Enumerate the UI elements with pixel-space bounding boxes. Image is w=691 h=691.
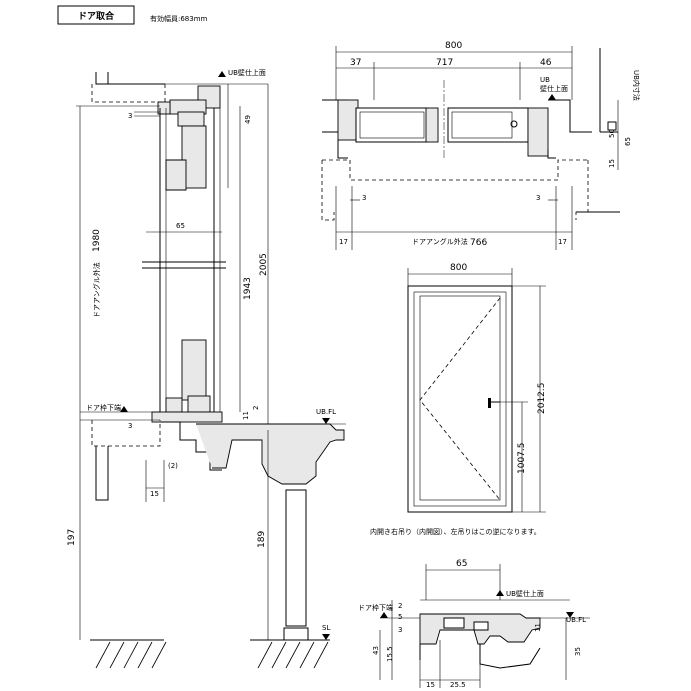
dim-11: 11 [242,411,250,420]
detail-dim-2: 2 [398,602,402,610]
plan-dim-50: 50 [608,129,616,138]
plan-dim-15: 15 [608,159,616,168]
door-angle-outer-label: ドアアングル外法 [92,262,101,318]
ub-top-arrow [218,71,226,77]
elev-dim-800: 800 [450,263,467,273]
plan-ub-label2: 壁仕上面 [540,84,568,93]
detail-ubfl-label: UB.FL [566,616,586,624]
plan-left-door-leaf [355,107,429,143]
dim-2-paren: (2) [168,462,178,470]
left-section: UB壁仕上面 3 ドアアングル外法 1980 65 49 [67,68,346,669]
detail-dim-43: 43 [372,646,380,655]
effective-width-label: 有効幅員:683mm [150,14,208,23]
dim-1980: 1980 [92,229,102,252]
ub-top-label: UB壁仕上面 [228,68,266,77]
upper-wall-dashed [91,84,166,103]
dim-49: 49 [244,115,252,124]
detail-dim-5: 5 [398,613,402,621]
detail-door-frame-bottom-label: ドア枠下端 [358,603,393,612]
sl-label: SL [322,624,330,632]
elev-handle [488,398,491,408]
plan-dim-3a: 3 [362,194,366,202]
plan-dim-37: 37 [350,58,361,68]
plan-handle [510,120,518,128]
sill-profile [160,421,222,471]
plan-dashed-outline [322,159,588,181]
dim-2005: 2005 [259,253,269,276]
top-plan: 800 37 717 46 UB 壁仕上面 UB内寸法 50 65 15 [321,41,641,250]
ground-hatch [95,641,329,669]
threshold-detail: 65 UB壁仕上面 ドア枠下端 UB.FL 2 5 3 11 43 15.5 3… [358,559,590,689]
lower-wall-dashed [91,420,161,447]
detail-dim-15: 15 [426,681,435,689]
plan-dim-65: 65 [624,137,632,146]
break-mark [142,261,226,269]
ub-floor-pan [196,423,345,485]
elev-door-leaf [419,295,501,501]
dim-3-top: 3 [128,112,132,120]
elev-door-frame [407,285,513,513]
dim-1943: 1943 [243,277,253,300]
plan-ub-inner-label: UB内寸法 [632,70,641,101]
header: ドア取合 有効幅員:683mm [57,5,208,25]
detail-dim-15-5: 15.5 [386,646,394,662]
dim-15-left: 15 [150,490,159,498]
plan-dim-3b: 3 [536,194,540,202]
plan-left-jamb [337,99,359,141]
title-box [57,5,135,25]
detail-dim-11: 11 [534,623,542,632]
plan-right-door-leaf [447,107,529,143]
page-title: ドア取合 [78,10,115,22]
upper-wall-stub [95,72,109,85]
plan-dim-717: 717 [436,58,453,68]
door-frame-bottom-label: ドア枠下端 [86,403,121,412]
dim-65-left: 65 [176,222,185,230]
dim-2: 2 [252,406,260,410]
detail-dim-25-5: 25.5 [450,681,466,689]
plan-right-jamb [527,107,549,157]
door-elevation: 800 2012.5 1007.5 内開き右吊り（内開図）、左吊りはこの逆になり… [370,263,547,536]
detail-dim-3: 3 [398,626,402,634]
detail-dim-65: 65 [456,559,467,569]
detail-dim-35: 35 [574,647,582,656]
plan-dim-17a: 17 [339,238,348,246]
elev-dim-1007-5: 1007.5 [517,443,527,475]
dim-197: 197 [67,529,77,546]
plan-dim-800: 800 [445,41,462,51]
detail-ub-top-label: UB壁仕上面 [506,589,544,598]
plan-dim-17b: 17 [558,238,567,246]
support-leg [285,489,307,627]
foot-frame-vertical [181,339,207,401]
elev-swing-lines [419,297,501,501]
dim-3-bottom: 3 [128,422,132,430]
ubfl-label-left: UB.FL [316,408,336,416]
elev-note: 内開き右吊り（内開図）、左吊りはこの逆になります。 [370,527,541,536]
plan-dim-766: 766 [470,238,487,248]
dim-189: 189 [257,531,267,548]
elev-dim-2012-5: 2012.5 [537,383,547,415]
plan-dim-46: 46 [540,58,552,68]
plan-ub-label: UB [540,76,550,84]
plan-door-angle-label: ドアアングル外法 [412,237,468,246]
